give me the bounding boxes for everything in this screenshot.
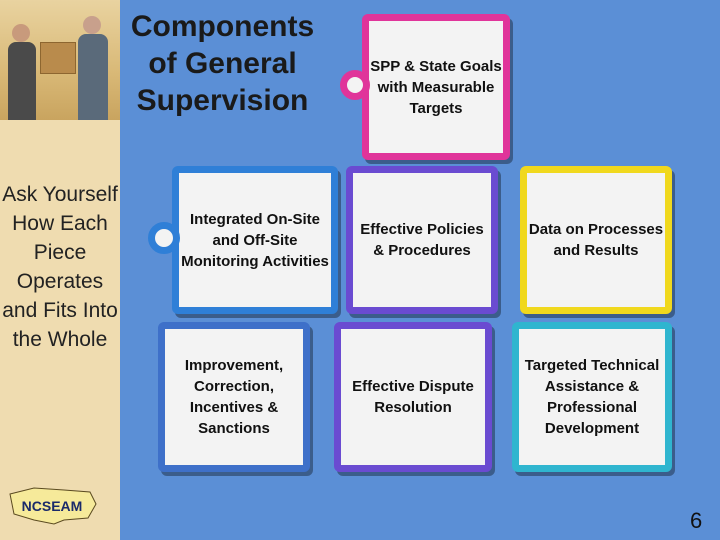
piece-label: Data on Processes and Results <box>528 221 664 259</box>
ncseam-logo: NCSEAM <box>9 487 97 525</box>
puzzle-piece-monitoring: Integrated On-Site and Off-Site Monitori… <box>172 166 338 314</box>
left-sidebar: Ask Yourself How Each Piece Operates and… <box>0 0 120 540</box>
puzzle-piece-spp: SPP & State Goals with Measurable Target… <box>362 14 510 160</box>
logo-text: NCSEAM <box>22 498 83 514</box>
puzzle-piece-dispute: Effective Dispute Resolution <box>334 322 492 472</box>
piece-label: Effective Dispute Resolution <box>352 378 474 416</box>
puzzle-piece-policies: Effective Policies & Procedures <box>346 166 498 314</box>
puzzle-piece-improvement: Improvement, Correction, Incentives & Sa… <box>158 322 310 472</box>
business-people-photo <box>0 0 120 120</box>
piece-label: Improvement, Correction, Incentives & Sa… <box>184 357 284 437</box>
page-title: Components of General Supervision <box>130 10 315 117</box>
piece-label: Integrated On-Site and Off-Site Monitori… <box>181 210 329 270</box>
person-figure <box>8 42 36 120</box>
piece-label: SPP & State Goals with Measurable Target… <box>370 57 502 117</box>
puzzle-piece-icon <box>40 42 76 74</box>
person-head <box>12 24 30 42</box>
page-number: 6 <box>690 508 703 533</box>
person-figure <box>78 34 108 120</box>
sidebar-question: Ask Yourself How Each Piece Operates and… <box>2 183 118 351</box>
person-head <box>83 16 101 34</box>
puzzle-piece-assistance: Targeted Technical Assistance & Professi… <box>512 322 672 472</box>
puzzle-piece-data: Data on Processes and Results <box>520 166 672 314</box>
puzzle-tab <box>340 70 370 100</box>
piece-label: Effective Policies & Procedures <box>360 221 484 259</box>
puzzle-tab <box>148 222 180 254</box>
piece-label: Targeted Technical Assistance & Professi… <box>524 357 660 437</box>
